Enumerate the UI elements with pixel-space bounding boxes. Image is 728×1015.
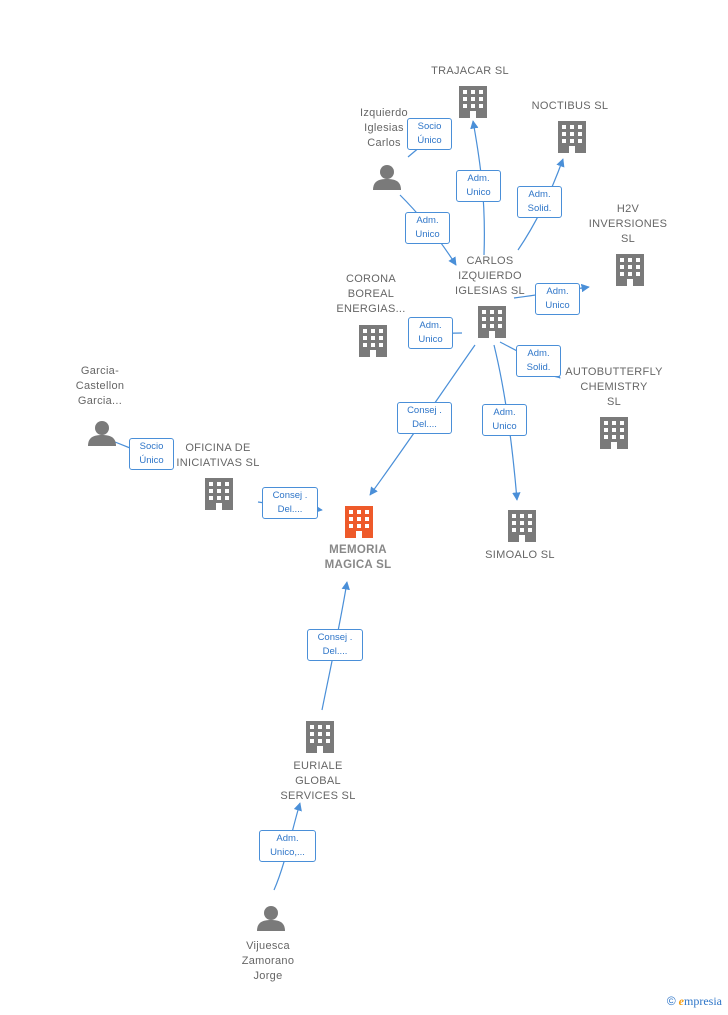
node-label-vijuesca[interactable]: Vijuesca Zamorano Jorge xyxy=(241,940,295,982)
edge-label-e12[interactable]: Consej . Del.... xyxy=(307,629,363,661)
edge-label-e7[interactable]: Adm. Solid. xyxy=(516,345,561,377)
oficina-building-icon[interactable] xyxy=(205,478,233,510)
node-label-h2v[interactable]: H2V INVERSIONES SL xyxy=(588,203,668,245)
edge-label-e1[interactable]: Socio Único xyxy=(407,118,452,150)
edge-label-e10[interactable]: Socio Único xyxy=(129,438,174,470)
node-label-carlos-sl[interactable]: CARLOS IZQUIERDO IGLESIAS SL xyxy=(455,255,525,297)
carlos-sl-building-icon[interactable] xyxy=(478,306,506,338)
izq-carlos-person-icon[interactable] xyxy=(373,165,401,190)
edge-label-e11[interactable]: Consej . Del.... xyxy=(262,487,318,519)
edge-label-e13[interactable]: Adm. Unico,... xyxy=(259,830,316,862)
edge-label-e8[interactable]: Consej . Del.... xyxy=(397,402,452,434)
node-label-memoria[interactable]: MEMORIA MAGICA SL xyxy=(324,544,392,571)
node-label-garcia[interactable]: Garcia- Castellon Garcia... xyxy=(75,365,125,407)
vijuesca-person-icon[interactable] xyxy=(257,906,285,931)
copyright-icon: © xyxy=(666,994,676,1008)
brand-logo-e: e xyxy=(678,994,684,1008)
node-label-noctibus[interactable]: NOCTIBUS SL xyxy=(531,100,609,112)
garcia-person-icon[interactable] xyxy=(88,421,116,446)
node-label-autobutterfly[interactable]: AUTOBUTTERFLY CHEMISTRY SL xyxy=(565,366,663,408)
trajacar-building-icon[interactable] xyxy=(459,86,487,118)
noctibus-building-icon[interactable] xyxy=(558,121,586,153)
node-label-izq-carlos[interactable]: Izquierdo Iglesias Carlos xyxy=(360,107,408,149)
edge-label-e3[interactable]: Adm. Unico xyxy=(405,212,450,244)
node-label-corona[interactable]: CORONA BOREAL ENERGIAS... xyxy=(336,273,406,315)
edge-label-e2[interactable]: Adm. Unico xyxy=(456,170,501,202)
footer-brand: ©empresia xyxy=(667,994,722,1009)
edge-label-e4[interactable]: Adm. Solid. xyxy=(517,186,562,218)
simoalo-building-icon[interactable] xyxy=(508,510,536,542)
corona-building-icon[interactable] xyxy=(359,325,387,357)
node-label-euriale[interactable]: EURIALE GLOBAL SERVICES SL xyxy=(280,760,356,802)
edge-label-e9[interactable]: Adm. Unico xyxy=(482,404,527,436)
edge-label-e5[interactable]: Adm. Unico xyxy=(535,283,580,315)
brand-logo-text: mpresia xyxy=(684,994,722,1008)
node-label-oficina[interactable]: OFICINA DE INICIATIVAS SL xyxy=(176,442,260,469)
autobutterfly-building-icon[interactable] xyxy=(600,417,628,449)
euriale-building-icon[interactable] xyxy=(306,721,334,753)
node-label-simoalo[interactable]: SIMOALO SL xyxy=(485,549,555,561)
h2v-building-icon[interactable] xyxy=(616,254,644,286)
edge-label-e6[interactable]: Adm. Unico xyxy=(408,317,453,349)
memoria-building-icon[interactable] xyxy=(345,506,373,538)
node-label-trajacar[interactable]: TRAJACAR SL xyxy=(431,65,509,77)
